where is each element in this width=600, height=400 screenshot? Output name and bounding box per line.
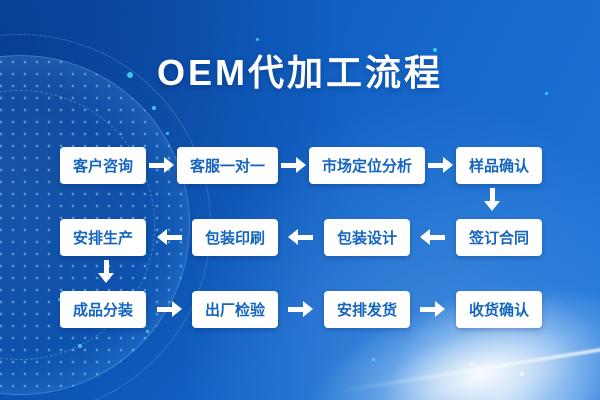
- decor-dot: [127, 72, 133, 78]
- arrow-left-icon: [156, 229, 182, 245]
- arrow-right-icon: [280, 157, 306, 173]
- flow-step-customer-inquiry: 客户咨询: [60, 146, 147, 184]
- decor-dot: [58, 298, 61, 301]
- flow-step-arrange-production: 安排生产: [60, 218, 147, 256]
- flow-step-packaging-printing: 包装印刷: [191, 218, 278, 256]
- decor-dot: [146, 330, 149, 333]
- flow-row-1: 客户咨询 客服一对一 市场定位分析 样品确认: [60, 146, 542, 184]
- arrow-right-icon: [420, 301, 446, 317]
- flow-step-sample-confirmation: 样品确认: [455, 146, 542, 184]
- flow-step-arrange-shipment: 安排发货: [323, 290, 410, 328]
- arrow-left-icon: [420, 229, 446, 245]
- page-title: OEM代加工流程: [156, 52, 443, 93]
- flow-step-sign-contract: 签订合同: [455, 218, 542, 256]
- decor-dot: [433, 48, 437, 52]
- flow-step-finished-product-packing: 成品分装: [60, 290, 147, 328]
- flow-step-market-positioning-analysis: 市场定位分析: [308, 146, 425, 184]
- decor-dot: [78, 344, 82, 348]
- arrow-right-icon: [156, 301, 182, 317]
- arrow-right-icon: [427, 157, 453, 173]
- decor-dot: [152, 106, 156, 110]
- flow-step-one-on-one-service: 客服一对一: [176, 146, 278, 184]
- flow-row-3: 成品分装 出厂检验 安排发货 收货确认: [60, 290, 542, 328]
- arrow-right-icon: [149, 157, 174, 173]
- flow-row-2: 安排生产 包装印刷 包装设计 签订合同: [60, 218, 542, 256]
- decor-dot: [166, 132, 169, 135]
- decor-dot: [256, 38, 259, 41]
- arrow-right-icon: [288, 301, 314, 317]
- arrow-left-icon: [288, 229, 314, 245]
- flow-step-factory-inspection: 出厂检验: [191, 290, 278, 328]
- flow-step-receipt-confirmation: 收货确认: [455, 290, 542, 328]
- arrow-down-icon: [484, 188, 500, 211]
- arrow-down-icon: [98, 260, 114, 283]
- decor-dot: [545, 92, 548, 95]
- flow-step-packaging-design: 包装设计: [323, 218, 410, 256]
